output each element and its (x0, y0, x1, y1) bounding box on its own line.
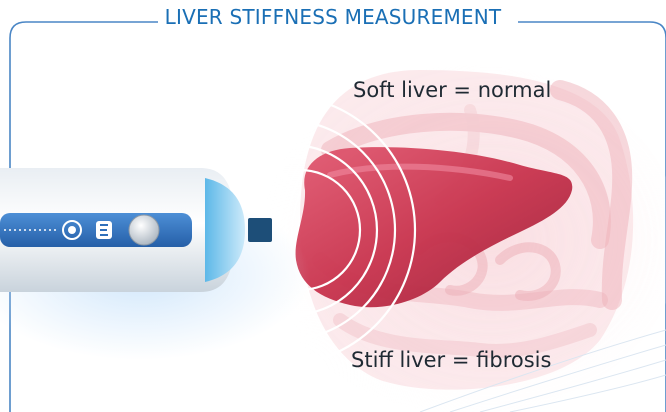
probe-button-e-icon (96, 221, 112, 239)
probe-dial-icon (129, 215, 159, 245)
probe-transducer-tip (248, 218, 272, 242)
stiff-liver-label: Stiff liver = fibrosis (351, 348, 551, 372)
diagram-title: LIVER STIFFNESS MEASUREMENT (0, 5, 666, 29)
soft-liver-label: Soft liver = normal (353, 78, 551, 102)
diagram-title-text: LIVER STIFFNESS MEASUREMENT (161, 5, 506, 29)
